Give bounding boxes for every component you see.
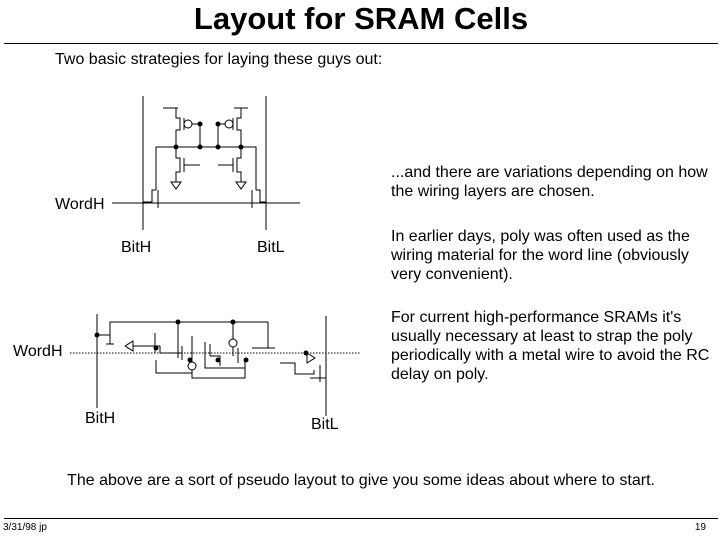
bitline-left-label-top: BitH bbox=[121, 239, 152, 256]
bitline-left-label-bottom: BitH bbox=[85, 410, 116, 427]
paragraph-variations: ...and there are variations depending on… bbox=[391, 164, 708, 200]
ground-icon bbox=[235, 181, 247, 190]
footer-rule bbox=[4, 518, 718, 519]
page-number: 19 bbox=[694, 522, 706, 533]
slide-title: Layout for SRAM Cells bbox=[193, 1, 529, 36]
wordline-label-bottom: WordH bbox=[13, 343, 63, 360]
bitline-right-label-top: BitL bbox=[257, 239, 285, 256]
closing-text: The above are a sort of pseudo layout to… bbox=[67, 472, 655, 489]
wordline-label-top: WordH bbox=[55, 196, 105, 213]
ground-icon bbox=[170, 181, 182, 190]
footer-date: 3/31/98 jp bbox=[3, 522, 47, 533]
subtitle: Two basic strategies for laying these gu… bbox=[55, 51, 383, 68]
sram-cell-schematic-bottom bbox=[70, 314, 360, 416]
sram-cell-schematic-top bbox=[112, 96, 300, 230]
paragraph-poly-wiring: In earlier days, poly was often used as … bbox=[391, 228, 690, 283]
bitline-right-label-bottom: BitL bbox=[311, 416, 339, 433]
paragraph-metal-strap: For current high-performance SRAMs it's … bbox=[391, 309, 710, 383]
title-rule bbox=[4, 43, 718, 44]
